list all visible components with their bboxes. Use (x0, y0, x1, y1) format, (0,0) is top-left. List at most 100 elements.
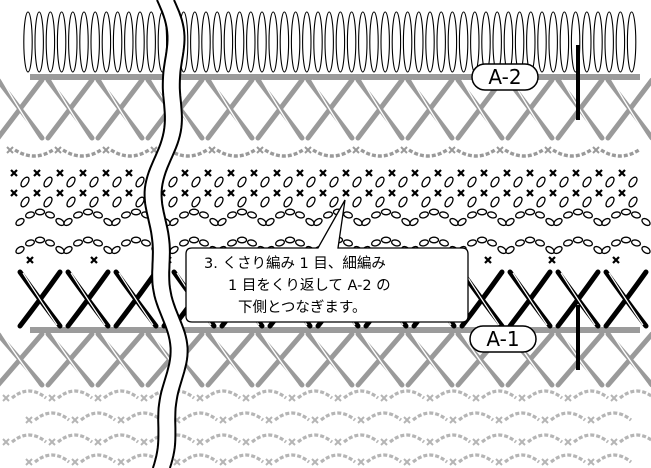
black-sc-row-2-x (79, 189, 87, 197)
crossed-stitch-gray-lower (298, 334, 342, 385)
black-sc-row-2-x (517, 190, 523, 196)
black-chain-arc-row-1 (438, 211, 450, 219)
black-chain-arc-row-1 (226, 211, 238, 219)
black-chain-arc-row-1 (284, 208, 296, 216)
black-sc-row-1-x (586, 170, 592, 176)
gray-chain-bottom-2-x (265, 416, 273, 424)
black-sc-row-1-x (10, 169, 18, 177)
crossed-stitch-gray-lower (108, 334, 152, 385)
crossed-stitch-gray (548, 80, 592, 138)
gray-chain-bottom-4-x (541, 458, 549, 466)
gray-chain-bottom-4-chain (319, 453, 357, 464)
gray-chain-bottom-1-chain (480, 389, 518, 400)
black-sc-row-1-x (365, 169, 373, 177)
black-chain-arc-row-2 (601, 245, 611, 255)
black-sc-row-2-chain (525, 196, 536, 208)
black-sc-row-1-x (287, 170, 293, 176)
black-sc-row-2-x (425, 190, 431, 196)
crossed-stitch-gray-lower-hl (211, 333, 249, 386)
gray-chain-row-x (54, 146, 62, 154)
loop-stitch (380, 11, 390, 73)
gray-chain-bottom-4-x (403, 458, 411, 466)
black-chain-arc-row-2 (370, 239, 382, 247)
black-sc-row-1-x (125, 169, 133, 177)
gray-chain-bottom-3-chain (342, 433, 380, 444)
crossed-stitch-gray-lower-hl (1, 333, 39, 386)
gray-chain-bottom-1-x (610, 394, 618, 402)
black-chain-arc-row-2 (130, 236, 142, 244)
break-line-left (143, 0, 172, 468)
black-sc-row-1-chain (628, 176, 638, 188)
loop-stitch (503, 11, 514, 73)
black-sc-row-2-x (273, 189, 281, 197)
black-sc-x (475, 257, 481, 263)
black-sc-row-1-x (310, 170, 316, 176)
black-sc-row-1-chain (112, 176, 122, 188)
gray-chain-bottom-2-x (541, 416, 549, 424)
black-chain-arc-row-1 (103, 211, 113, 219)
crossed-stitch-gray-lower-hl (361, 333, 399, 386)
black-chain-arc-row-1 (535, 217, 546, 227)
black-chain-arc-row-2 (486, 239, 498, 247)
black-sc-row-1-x (273, 169, 281, 177)
crossed-stitch-gray-lower (108, 334, 152, 385)
loop-stitch (268, 11, 278, 73)
black-chain-arc-row-2 (534, 239, 546, 247)
crossed-stitch-gray-lower (598, 334, 642, 385)
black-sc-row-2-x (241, 190, 247, 196)
loop-stitch (190, 11, 200, 73)
black-sc-row-1-chain (260, 176, 270, 188)
gray-chain-row-x (400, 146, 408, 154)
black-sc-row-1-x (448, 170, 454, 176)
black-chain-arc-row-2 (63, 245, 73, 255)
black-sc-row-1-chain (214, 176, 224, 188)
black-chain-arc-row-2 (631, 245, 642, 255)
loop-stitch (447, 11, 458, 73)
black-chain-arc-row-1 (294, 211, 306, 219)
black-sc-row-1-chain (375, 176, 385, 188)
crossed-stitch-black-hl (647, 273, 651, 325)
black-chain-arc-row-1 (246, 211, 258, 219)
black-sc-row-1-chain (479, 176, 490, 188)
black-chain-arc-row-1 (428, 208, 440, 216)
black-chain-arc-row-1 (217, 217, 227, 227)
black-sc-row-1-x (517, 170, 523, 176)
black-chain-arc-row-1 (361, 217, 371, 227)
black-sc-row-2-x (549, 189, 557, 197)
gray-chain-bottom-4-x (71, 458, 79, 466)
loop-stitch (302, 11, 312, 73)
black-sc-x (37, 257, 43, 263)
gray-chain-bottom-4-x (173, 458, 181, 466)
loop-stitch (90, 11, 100, 73)
black-sc-row-1-chain (571, 176, 582, 188)
loop-stitch (167, 11, 178, 73)
gray-chain-bottom-2-chain (549, 411, 587, 422)
gray-chain-bottom-4-chain (457, 453, 495, 464)
black-sc-x (26, 256, 34, 264)
black-sc-row-2-x (618, 189, 626, 197)
gray-chain-row-chain (504, 148, 544, 158)
gray-chain-bottom-4-chain (125, 453, 163, 464)
loop-stitch (559, 11, 570, 73)
crossed-stitch-gray (108, 80, 152, 138)
black-sc-row-1-x (379, 170, 385, 176)
black-sc-row-1-chain (283, 176, 293, 188)
black-sc-row-2-chain (456, 196, 467, 208)
black-chain-arc-row-1 (553, 217, 563, 227)
black-sc-row-2-x (195, 190, 201, 196)
black-chain-arc-row-1 (121, 217, 132, 227)
black-sc-row-2-x (457, 189, 465, 197)
gray-chain-row-x (208, 146, 216, 154)
gray-chain-bottom-1-x (288, 394, 296, 402)
black-chain-arc-row-2 (111, 245, 121, 255)
black-chain-arc-row-1 (630, 211, 642, 219)
black-chain-arc-row-2 (15, 245, 25, 255)
black-chain-arc-row-2 (226, 239, 238, 247)
black-sc-row-1-chain (226, 176, 237, 188)
black-sc-row-2-chain (66, 196, 76, 208)
black-sc-row-2-chain (628, 196, 638, 208)
crossed-stitch-black (161, 269, 169, 329)
loop-stitch (514, 11, 525, 73)
crossed-stitch-gray (348, 80, 392, 138)
black-sc-row-1-chain (249, 176, 260, 188)
